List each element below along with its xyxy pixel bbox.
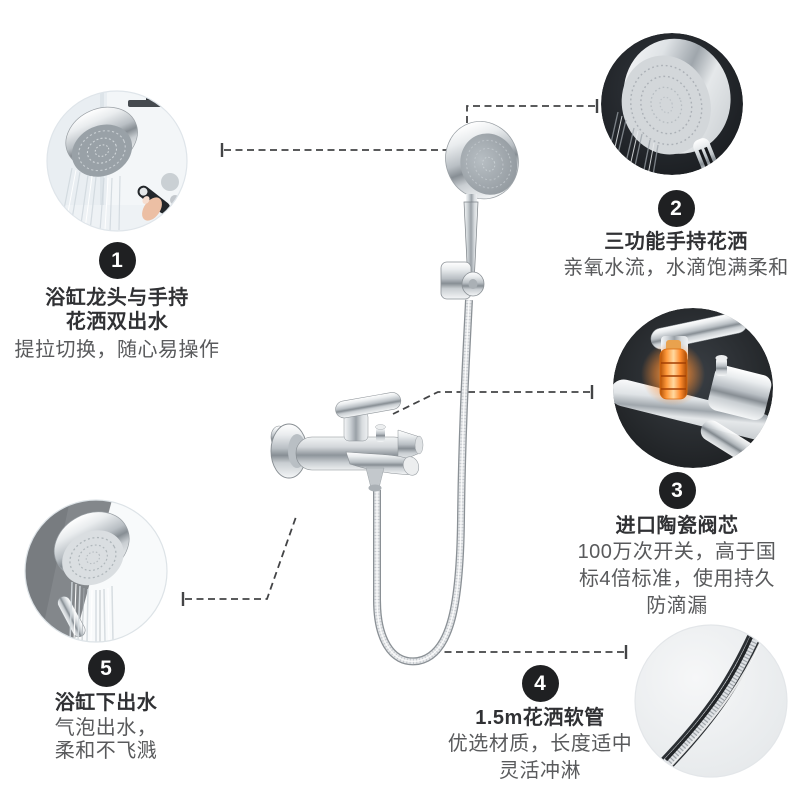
shower-hose bbox=[373, 299, 473, 666]
callout-2-title: 三功能手持花洒 bbox=[604, 231, 748, 253]
callout-5-title: 浴缸下出水 bbox=[54, 692, 158, 714]
detail-photo-1 bbox=[46, 90, 188, 232]
callout-5-badge: 5 bbox=[87, 650, 125, 687]
callout-4: 4 1.5m花洒软管 优选材质，长度适中 灵活冲淋 bbox=[420, 665, 660, 785]
connector-5 bbox=[185, 513, 298, 600]
callout-3-desc: 100万次开关，高于国 标4倍标准，使用持久 防滴漏 bbox=[577, 541, 777, 617]
detail-photo-2 bbox=[601, 33, 743, 175]
bathtub-mixer-faucet bbox=[270, 392, 424, 492]
callout-3-badge: 3 bbox=[658, 472, 696, 509]
handheld-shower-head bbox=[445, 121, 519, 285]
shower-bracket bbox=[440, 261, 485, 300]
callout-2-desc: 亲氧水流，水滴饱满柔和 bbox=[563, 257, 789, 279]
callout-1: 1 浴缸龙头与手持 花洒双出水 提拉切换，随心易操作 bbox=[7, 242, 227, 364]
callout-4-desc: 优选材质，长度适中 灵活冲淋 bbox=[447, 733, 633, 782]
callout-4-title: 1.5m花洒软管 bbox=[475, 707, 605, 729]
callout-4-badge: 4 bbox=[521, 665, 559, 702]
callout-1-badge: 1 bbox=[98, 242, 136, 279]
connector-lines bbox=[185, 105, 624, 653]
callout-1-desc: 提拉切换，随心易操作 bbox=[14, 339, 220, 361]
detail-photo-3 bbox=[613, 308, 773, 468]
callout-2-badge: 2 bbox=[657, 190, 695, 227]
callout-5-desc: 气泡出水， 柔和不飞溅 bbox=[54, 717, 158, 762]
connector-3 bbox=[392, 391, 590, 415]
detail-photo-5 bbox=[24, 499, 168, 643]
callout-3-title: 进口陶瓷阀芯 bbox=[615, 515, 739, 537]
callout-1-title: 浴缸龙头与手持 花洒双出水 bbox=[45, 287, 189, 333]
callout-3: 3 进口陶瓷阀芯 100万次开关，高于国 标4倍标准，使用持久 防滴漏 bbox=[557, 472, 797, 620]
callout-5: 5 浴缸下出水 气泡出水， 柔和不飞溅 bbox=[0, 650, 212, 763]
detail-photo-4 bbox=[634, 624, 788, 778]
connector-end-ticks bbox=[181, 99, 628, 659]
faucet-lever-handle bbox=[335, 392, 402, 419]
callout-2: 2 三功能手持花洒 亲氧水流，水滴饱满柔和 bbox=[556, 190, 796, 282]
